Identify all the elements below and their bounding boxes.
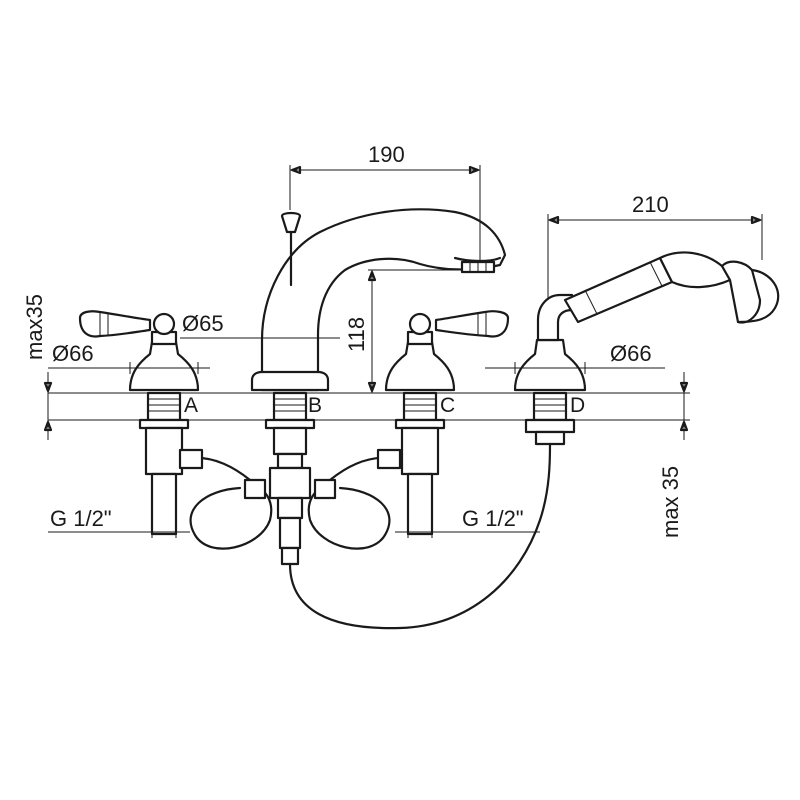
dim-g12-right-label: G 1/2" [462, 506, 524, 531]
dim-210-label: 210 [632, 192, 669, 217]
dim-66-left [48, 362, 210, 374]
position-d-label: D [570, 394, 585, 417]
thread-a [138, 391, 190, 536]
dim-66-left-label: Ø66 [52, 341, 94, 366]
dim-65 [180, 332, 340, 344]
hand-shower [563, 251, 780, 324]
dim-max35-left-label: max35 [22, 294, 47, 360]
dim-g12-left-label: G 1/2" [50, 506, 112, 531]
dim-118-label: 118 [344, 317, 369, 352]
position-b-label: B [308, 394, 322, 417]
handle-c [384, 310, 510, 392]
popup-rod [280, 211, 302, 287]
dim-g12-left [48, 526, 190, 538]
thread-b [264, 391, 316, 566]
spout [250, 208, 507, 392]
hoses [178, 442, 552, 630]
dim-118 [367, 269, 460, 393]
dim-max35-left [43, 372, 53, 440]
dim-190-label: 190 [368, 142, 405, 167]
thread-c [394, 391, 446, 536]
dim-66-right-label: Ø66 [610, 341, 652, 366]
dim-66-right [485, 362, 665, 374]
dim-max35-right-label: max 35 [658, 466, 683, 538]
position-c-label: C [440, 394, 455, 417]
dim-65-label: Ø65 [182, 311, 224, 336]
dim-190 [289, 165, 481, 260]
deck-lines [48, 392, 690, 421]
thread-d [524, 391, 576, 446]
position-a-label: A [184, 394, 198, 417]
handle-a [78, 310, 200, 392]
dim-g12-right [395, 526, 540, 538]
dim-210 [547, 214, 763, 300]
dim-max35-right [679, 372, 689, 440]
